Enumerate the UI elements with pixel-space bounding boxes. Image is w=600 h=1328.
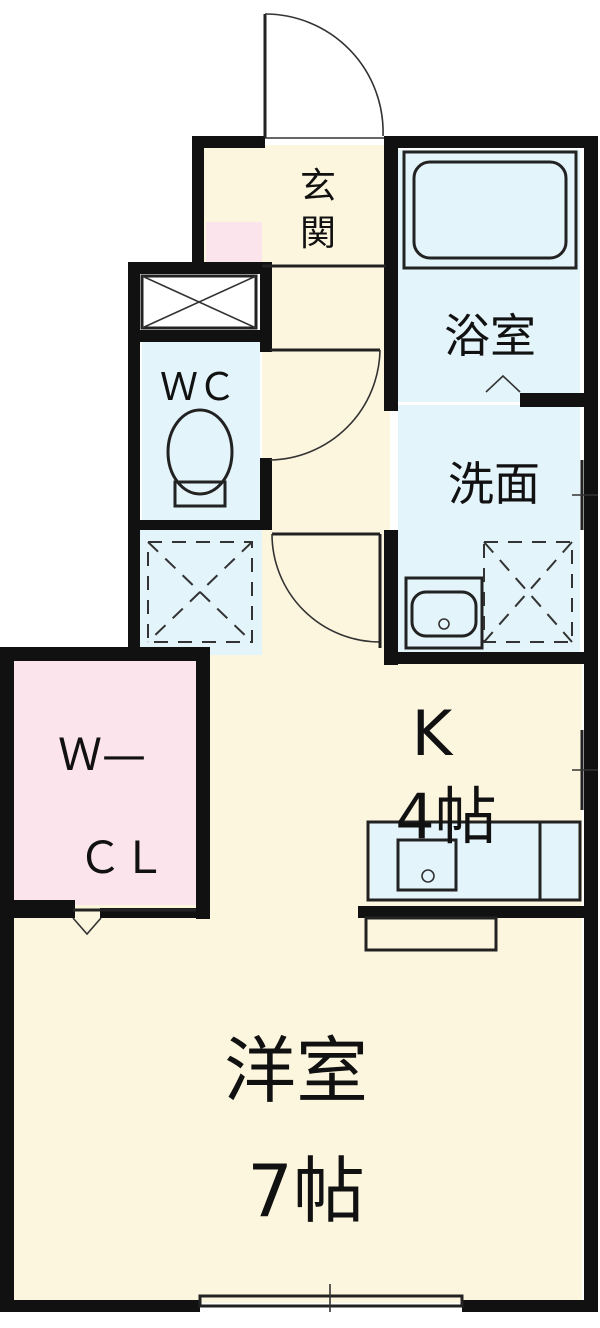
wall: [100, 908, 210, 918]
closet-label-bottom: ＣＬ: [78, 833, 166, 884]
walls: [0, 136, 598, 1312]
corridor-floor: [262, 265, 390, 660]
wall: [128, 262, 140, 657]
wall: [196, 647, 210, 919]
washbasin-drain: [438, 618, 450, 630]
storage-x: [141, 275, 257, 329]
western-room-label: 洋室: [224, 1029, 368, 1113]
fixtures: [72, 13, 598, 1312]
wall: [192, 136, 265, 148]
wall: [260, 262, 272, 352]
room-window: [198, 1294, 464, 1308]
kitchen-hood: [364, 916, 498, 952]
wall: [0, 647, 210, 661]
wall: [260, 458, 272, 528]
kitchen-sink-drain: [421, 869, 435, 883]
closet-floor: [14, 658, 200, 905]
bath-label: 浴室: [444, 309, 536, 363]
wall: [520, 393, 598, 407]
washroom-label: 洗面: [448, 457, 540, 511]
toilet-icon: [166, 408, 234, 496]
entrance-label-top: 玄: [300, 166, 336, 207]
wall: [384, 530, 398, 665]
wall: [0, 1300, 200, 1312]
washroom-floor: [398, 405, 580, 655]
wall: [384, 136, 596, 148]
kitchen-counter-outline: [366, 820, 582, 902]
wall: [128, 520, 272, 530]
kitchen-label: K: [412, 697, 454, 770]
room-labels: 玄 関 浴室 ＷＣ 洗面 K 4帖 Ｗ— ＣＬ 洋室 7帖: [58, 166, 540, 1233]
storage-dashed-x: [147, 541, 253, 643]
wall: [192, 136, 204, 266]
storage-box: [140, 274, 258, 330]
wall: [384, 136, 398, 411]
floor-fills: [12, 145, 582, 1303]
wall: [128, 262, 272, 274]
bathtub-outer: [402, 150, 578, 270]
toilet-tank: [173, 480, 227, 508]
bath-floor: [398, 150, 580, 402]
entrance-mat: [206, 222, 262, 264]
kitchen-door-arc: [271, 533, 381, 643]
wall: [358, 906, 598, 918]
western-room-size-label: 7帖: [247, 1149, 365, 1233]
washbasin-counter: [404, 576, 484, 650]
wc-floor: [142, 340, 260, 522]
closet-label-top: Ｗ—: [58, 730, 146, 781]
wall: [384, 652, 594, 664]
kitchen-sink: [396, 838, 458, 892]
wc-door-arc: [269, 349, 381, 461]
wall: [462, 1300, 598, 1312]
entrance-door-arc: [264, 13, 384, 137]
washbasin-bowl: [410, 590, 478, 638]
western-room-floor: [12, 905, 582, 1303]
storage-floor: [138, 528, 262, 655]
kitchen-size-label: 4帖: [395, 780, 496, 853]
wall: [128, 330, 272, 342]
washer-dashed-box: [483, 541, 573, 643]
bath-door-marker: [485, 374, 521, 393]
bathtub-inner: [412, 160, 568, 260]
storage-dashed-box: [147, 541, 253, 643]
closet-door-marker: [72, 917, 102, 936]
kitchen-counter: [370, 822, 578, 900]
wall: [0, 900, 75, 918]
wall: [584, 136, 598, 1311]
wall: [0, 647, 14, 1312]
wc-label: ＷＣ: [160, 365, 236, 409]
entrance-label-bottom: 関: [300, 213, 336, 254]
